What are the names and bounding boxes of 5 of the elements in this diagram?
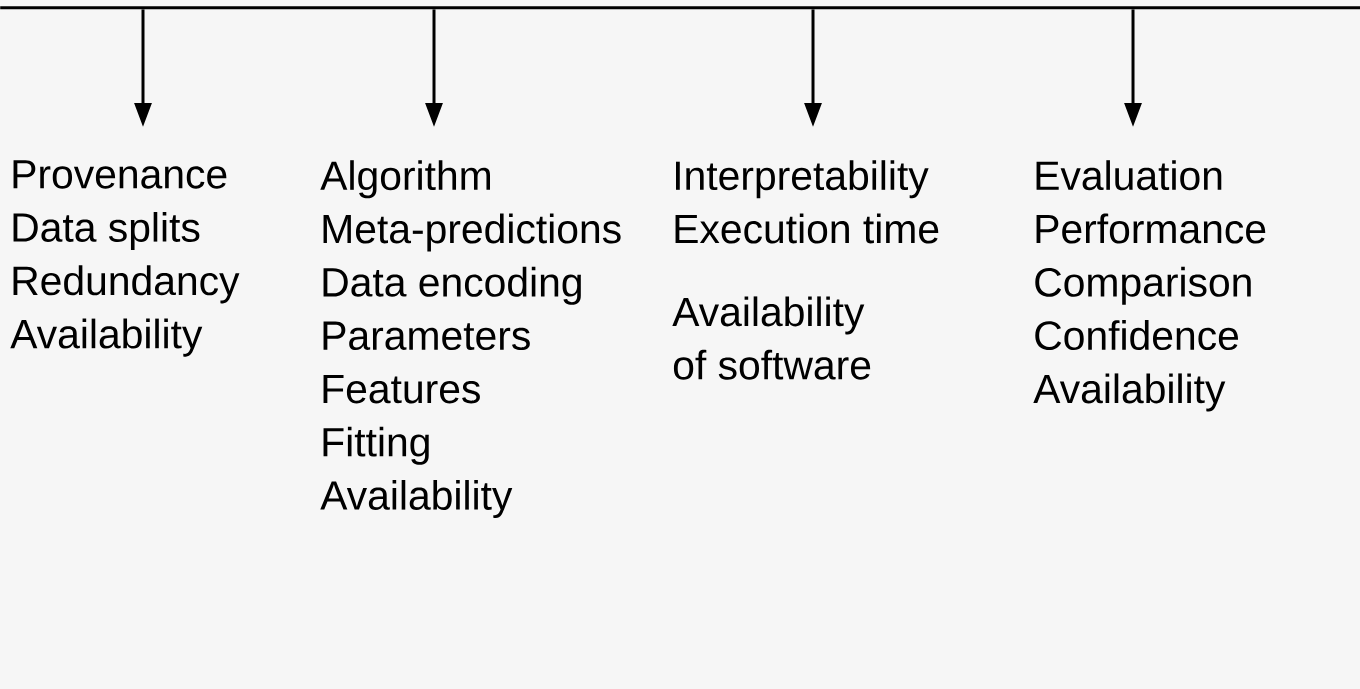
text-column: Evaluation Performance Comparison Confidence Availability: [1033, 160, 1266, 412]
text-column: Interpretability Execution time Availability of software: [672, 160, 939, 380]
horizontal-bar: [0, 6, 1360, 10]
text-column: Algorithm Meta-predictions Data encoding Parameters Features Fitting Availability: [320, 160, 621, 519]
text-column: Provenance Data splits Redundancy Availability: [10, 160, 240, 357]
